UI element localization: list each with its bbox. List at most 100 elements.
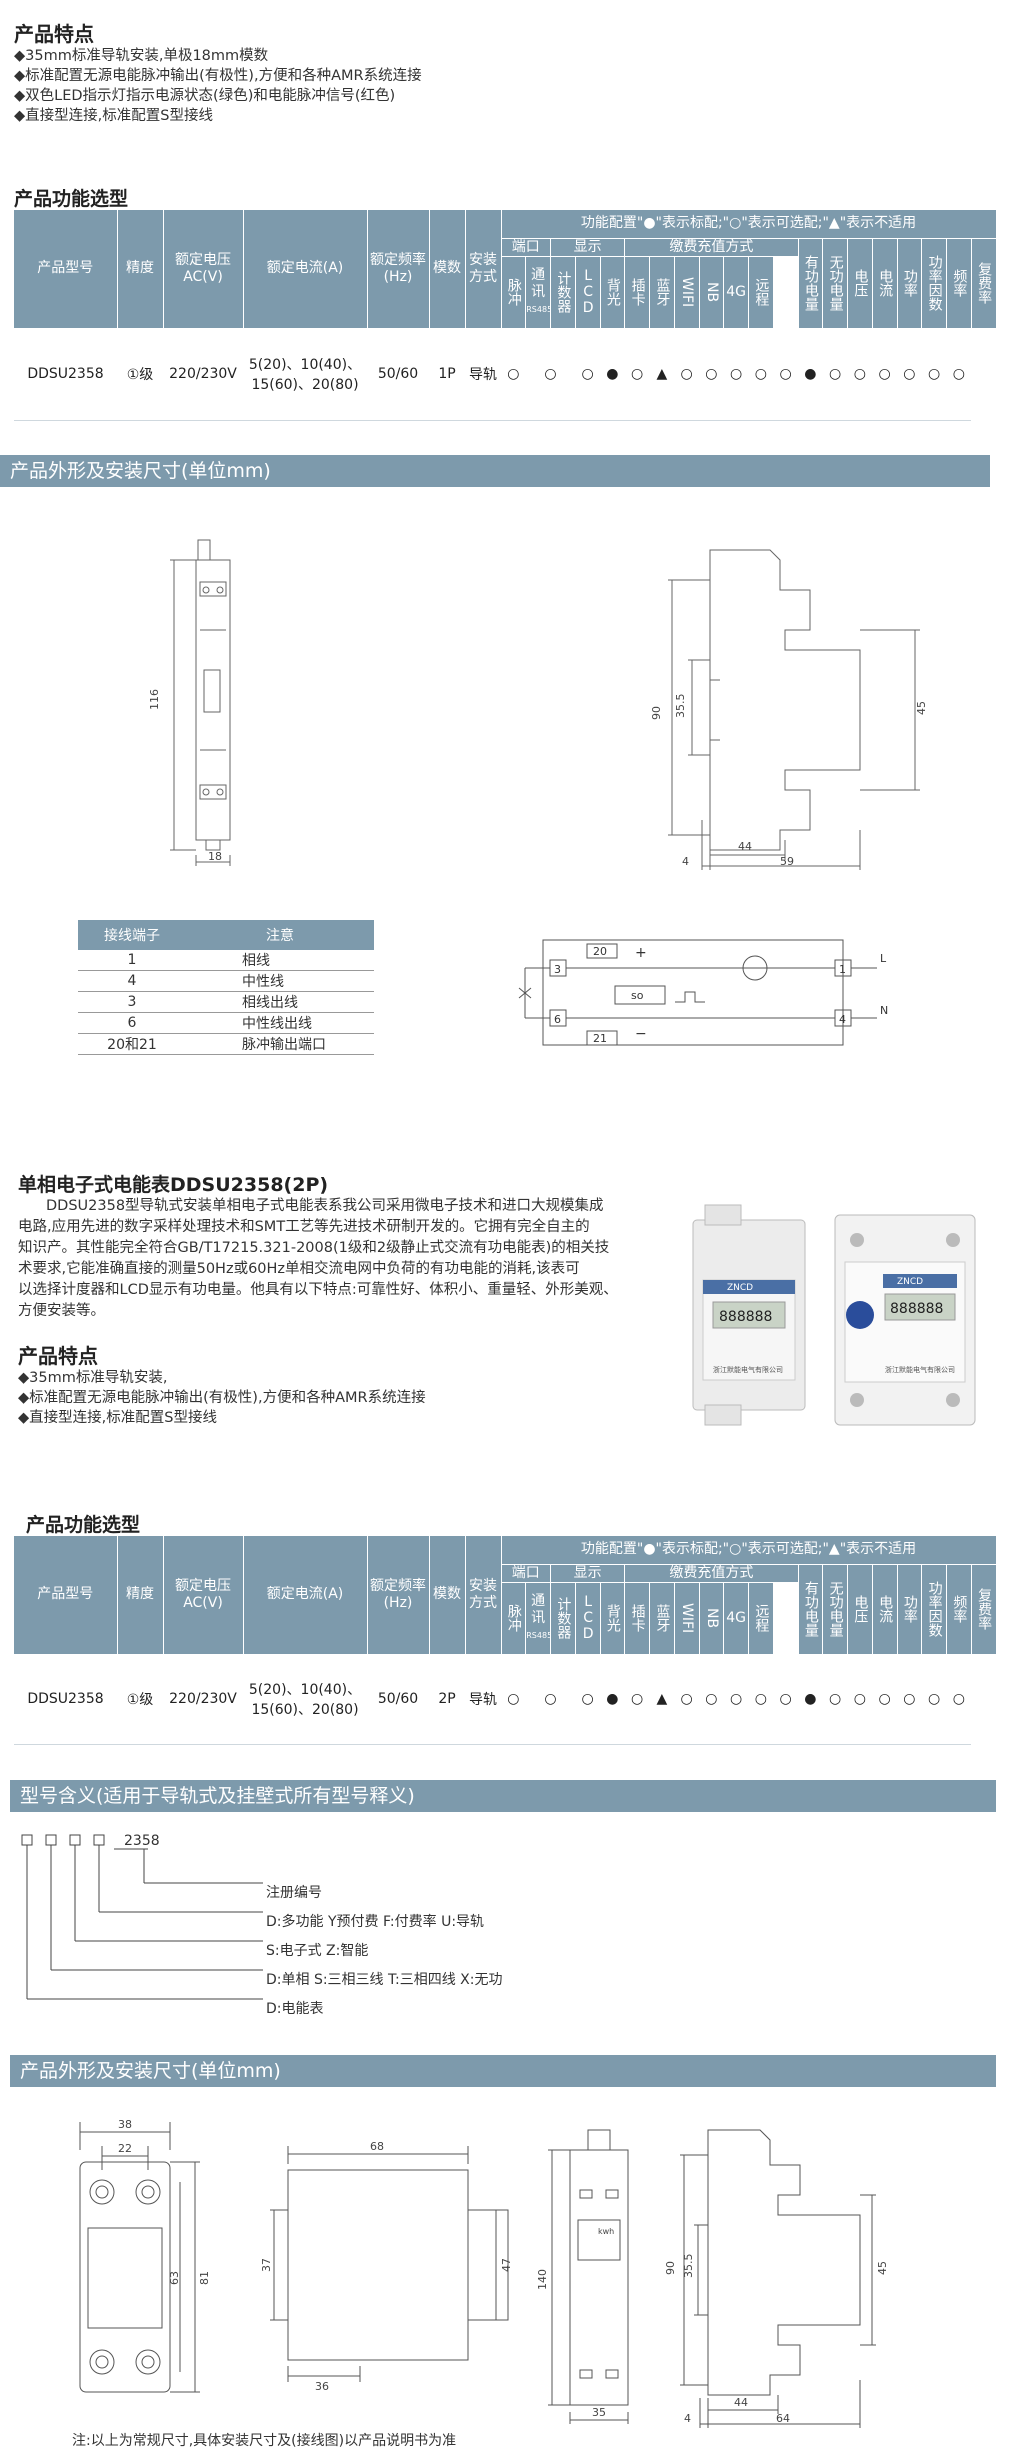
- meter-lcd: 888888: [890, 1301, 943, 1317]
- wire-label: L: [880, 952, 887, 965]
- mark-cell: ○: [748, 328, 774, 421]
- mark-cell: ○: [624, 1654, 650, 1745]
- mark-cell: ○: [872, 1654, 897, 1745]
- type-item: D:电能表: [266, 2001, 324, 2017]
- meter-lcd: 888888: [719, 1309, 772, 1325]
- cell-accuracy: ①级: [117, 328, 163, 421]
- cell-install: 导轨: [465, 1654, 501, 1745]
- feature-item: ◆标准配置无源电能脉冲输出(有极性),方便和各种AMR系统连接: [18, 1390, 426, 1406]
- col-power-factor: 功率因数: [921, 238, 947, 329]
- meter-brand: ZNCD: [897, 1277, 923, 1287]
- side-view-2p: 68 37 47 36: [260, 2140, 513, 2393]
- col-multi-rate: 复费率: [971, 1564, 997, 1655]
- cell-current: 5(20)、10(40)、15(60)、20(80): [243, 328, 367, 421]
- type-item: 注册编号: [266, 1885, 322, 1901]
- intro-line: 方便安装等。: [18, 1303, 105, 1319]
- meter-1p-photo: ZNCD 888888 浙江默能电气有限公司: [692, 1204, 806, 1426]
- col-nb: NB: [699, 256, 725, 329]
- note-cell: 脉冲输出端口: [186, 1033, 374, 1055]
- header-model: 产品型号: [14, 210, 118, 329]
- mark-cell: ○: [723, 328, 749, 421]
- dims-band: 产品外形及安装尺寸(单位mm): [10, 2055, 996, 2087]
- table-title: 产品功能选型: [26, 1514, 141, 1536]
- mark-cell: ○: [946, 1654, 972, 1745]
- col-4g: 4G: [723, 1582, 749, 1655]
- terminal-cell: 3: [78, 991, 186, 1013]
- feature-item: ◆35mm标准导轨安装,单极18mm模数: [14, 48, 269, 64]
- cell-model: DDSU2358: [14, 328, 117, 421]
- mark-cell: ●: [798, 328, 823, 421]
- mark-cell: ●: [600, 328, 625, 421]
- header-module: 模数: [429, 1536, 466, 1655]
- col-lcd: LCD: [575, 1582, 601, 1655]
- header-accuracy: 精度: [117, 1536, 164, 1655]
- mark-cell: ○: [921, 1654, 947, 1745]
- col-multi-rate: 复费率: [971, 238, 997, 329]
- col-lcd: LCD: [575, 256, 601, 329]
- mark-cell: ○: [674, 1654, 699, 1745]
- cell-model: DDSU2358: [14, 1654, 117, 1745]
- mark-cell: ○: [822, 1654, 848, 1745]
- side-profile-drawing: 90 35.5 45 44 4 59: [650, 549, 928, 870]
- mark-cell: ○: [699, 328, 724, 421]
- cell-module: 1P: [429, 328, 465, 421]
- terminal-cell: 6: [78, 1012, 186, 1034]
- mark-cell: ○: [897, 1654, 922, 1745]
- cell-frequency: 50/60: [367, 328, 429, 421]
- front-view-drawing: 116 18: [148, 539, 231, 866]
- intro-line: 电路,应用先进的数字采样处理技术和SMT工艺等先进技术研制开发的。它拥有完全自主…: [18, 1219, 590, 1235]
- mark-cell: ○: [946, 328, 972, 421]
- table-row: DDSU2358 ①级 220/230V 5(20)、10(40)、15(60)…: [14, 1654, 996, 1745]
- cell-module: 2P: [429, 1654, 465, 1745]
- cell-current: 5(20)、10(40)、15(60)、20(80): [243, 1654, 367, 1745]
- header-voltage: 额定电压AC(V): [163, 1536, 244, 1655]
- header-current: 额定电流(A): [243, 1536, 368, 1655]
- type-item: D:多功能 Y预付费 F:付费率 U:导轨: [266, 1913, 484, 1930]
- meter-company: 浙江默能电气有限公司: [713, 1365, 783, 1374]
- group-display: 显示: [550, 1564, 626, 1583]
- mark-cell: ○: [748, 1654, 774, 1745]
- side-profile-2p: 90 35.5 45 44 4 64: [664, 2129, 889, 2428]
- dim-label: 37: [260, 2258, 273, 2272]
- header-frequency: 额定频率(Hz): [367, 1536, 430, 1655]
- dim-label: 4: [684, 2412, 691, 2425]
- feature-item: ◆直接型连接,标准配置S型接线: [18, 1410, 217, 1426]
- col-remote: 远程: [748, 256, 774, 329]
- wire-label: 6: [554, 1013, 561, 1026]
- dim-label: 68: [370, 2140, 384, 2153]
- note-cell: 中性线: [186, 970, 374, 992]
- col-power-factor: 功率因数: [921, 1564, 947, 1655]
- col-voltage: 电压: [847, 238, 873, 329]
- dims-band: 产品外形及安装尺寸(单位mm): [0, 455, 990, 487]
- cell-accuracy: ①级: [117, 1654, 163, 1745]
- function-table: 产品型号 精度 额定电压AC(V) 额定电流(A) 额定频率(Hz) 模数 安装…: [14, 1536, 997, 1745]
- mark-cell: ○: [847, 328, 873, 421]
- feature-item: ◆双色LED指示灯指示电源状态(绿色)和电能脉冲信号(红色): [14, 88, 396, 104]
- features-list: ◆35mm标准导轨安装,单极18mm模数 ◆标准配置无源电能脉冲输出(有极性),…: [14, 46, 422, 126]
- type-band: 型号含义(适用于导轨式及挂壁式所有型号释义): [10, 1780, 996, 1812]
- group-port: 端口: [501, 238, 551, 257]
- meter-photos: ZNCD 888888 浙江默能电气有限公司 ZNCD 888888 浙江默能电…: [692, 1204, 976, 1426]
- mark-cell: ●: [600, 1654, 625, 1745]
- col-nb: NB: [699, 1582, 725, 1655]
- dim-label: 44: [738, 840, 752, 853]
- header-voltage: 额定电压AC(V): [163, 210, 244, 329]
- mark-cell: ○: [822, 328, 848, 421]
- mark-cell: ○: [501, 328, 526, 421]
- features-list: ◆35mm标准导轨安装, ◆标准配置无源电能脉冲输出(有极性),方便和各种AMR…: [18, 1368, 426, 1428]
- product-title: 单相电子式电能表DDSU2358(2P): [18, 1174, 329, 1196]
- terminal-cell: 1: [78, 950, 186, 971]
- dim-label: 116: [148, 689, 161, 710]
- col-remote: 远程: [748, 1582, 774, 1655]
- dim-label: 4: [682, 855, 689, 868]
- col-counter: 计数器: [550, 1582, 576, 1655]
- col-reactive-energy: 无功电量: [822, 238, 848, 329]
- col-backlight: 背光: [600, 1582, 626, 1655]
- wire-label: 20: [593, 945, 607, 958]
- col-current: 电流: [872, 238, 898, 329]
